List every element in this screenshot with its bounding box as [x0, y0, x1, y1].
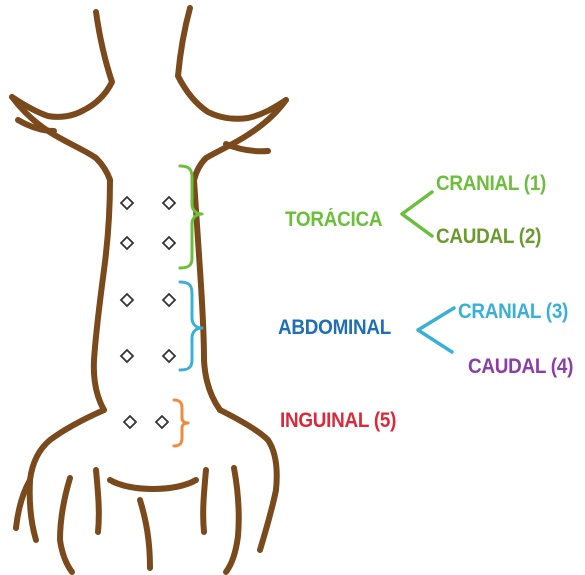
teat-5-left: [124, 416, 136, 428]
right-paw-branch: [226, 144, 268, 151]
left-hind-inner: [60, 478, 72, 572]
teat-2-left: [121, 237, 133, 249]
torso-left-side: [94, 180, 110, 410]
teat-3-left: [121, 294, 133, 306]
abdominal-caudal-label: CAUDAL (4): [468, 356, 573, 377]
right-hind-leg-outline: [220, 410, 277, 550]
tail-outline: [140, 500, 150, 568]
toracica-split-chevron: [402, 192, 432, 236]
body-outline: [12, 8, 286, 572]
teat-5-right: [156, 416, 168, 428]
teats: [121, 197, 175, 428]
right-hind-inner: [226, 468, 239, 572]
toracica-caudal-label: CAUDAL (2): [436, 226, 541, 247]
left-hind-leg-outline: [30, 410, 104, 540]
teat-4-right: [163, 350, 175, 362]
pelvis-curve: [110, 480, 196, 489]
teat-3-right: [163, 294, 175, 306]
toracica-cranial-label: CRANIAL (1): [436, 173, 546, 194]
abdominal-label: ABDOMINAL: [278, 317, 391, 338]
teat-4-left: [121, 350, 133, 362]
right-hind-thigh: [203, 470, 206, 532]
teat-1-right: [163, 197, 175, 209]
left-hind-thigh: [96, 470, 99, 532]
toracica-label: TORÁCICA: [285, 209, 382, 230]
inguinal-label: INGUINAL (5): [280, 410, 396, 431]
right-front-leg-outline: [178, 8, 286, 119]
abdominal-cranial-label: CRANIAL (3): [458, 301, 568, 322]
teat-1-left: [121, 197, 133, 209]
abdominal-split-chevron: [418, 308, 454, 352]
teat-2-right: [163, 237, 175, 249]
left-front-leg-outline: [12, 12, 112, 117]
inguinal-bracket: [174, 400, 188, 446]
